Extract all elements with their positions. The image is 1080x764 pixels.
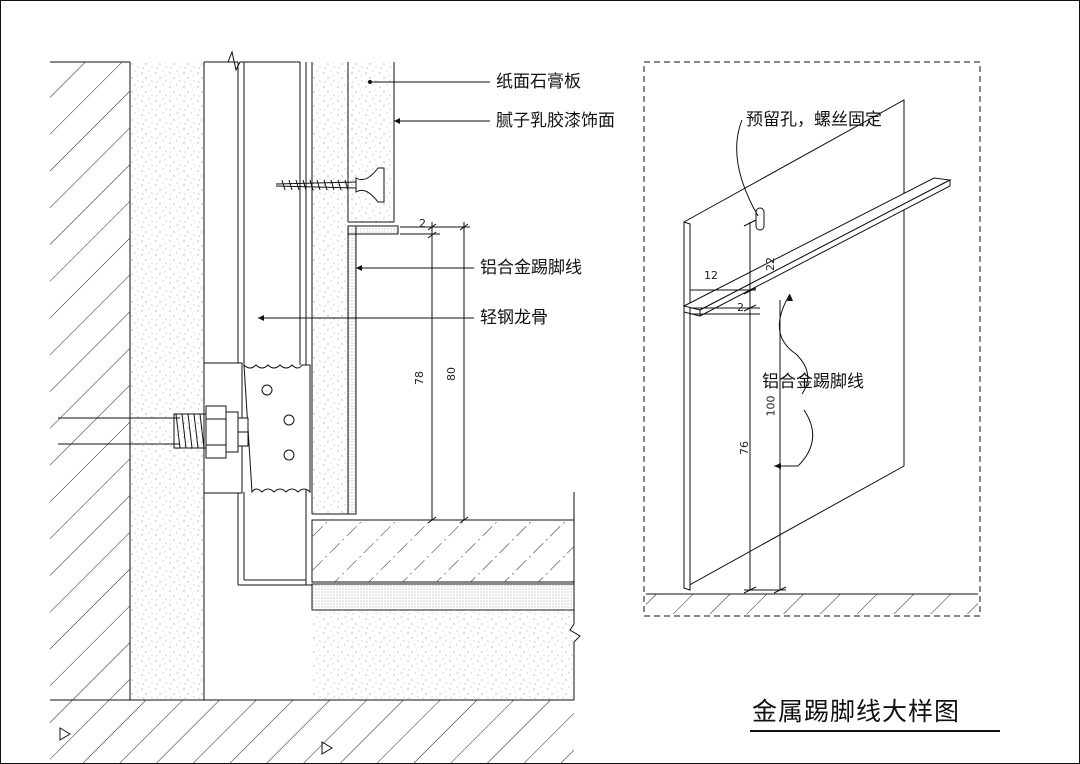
- dim-100: 100: [764, 395, 778, 417]
- skirting-3d-view: [682, 99, 952, 591]
- render-layer: [130, 62, 204, 700]
- label-detail-skirting: 铝合金踢脚线: [762, 372, 864, 392]
- floor-finish: [311, 519, 575, 583]
- aluminium-skirting-section: [312, 225, 399, 515]
- screed-layer: [312, 610, 574, 700]
- detail-floor: [646, 594, 978, 614]
- bolt-hole: [283, 414, 295, 426]
- dim-2-detail: 2: [737, 301, 744, 314]
- label-gypsum-board: 纸面石膏板: [496, 72, 581, 92]
- concrete-wall: [50, 62, 130, 700]
- bolt-hole: [261, 384, 273, 396]
- dimension-lines-section: [400, 222, 470, 524]
- bolt-hole: [283, 449, 295, 461]
- gypsum-board: [348, 62, 394, 222]
- label-putty-paint: 腻子乳胶漆饰面: [496, 111, 615, 131]
- hole-leader: [736, 119, 759, 217]
- self-tapping-screw: [275, 167, 385, 203]
- gypsum-board-layer: [312, 62, 348, 514]
- skirting-leader-lower: [774, 409, 814, 467]
- drawing-title: 金属踢脚线大样图: [752, 697, 961, 726]
- dim-12: 12: [704, 269, 718, 282]
- dim-2: 2: [419, 217, 426, 230]
- nut: [205, 405, 227, 459]
- dim-22: 22: [764, 257, 777, 271]
- label-skirting: 铝合金踢脚线: [480, 258, 582, 278]
- dim-78: 78: [413, 371, 426, 385]
- label-steel-keel: 轻钢龙骨: [480, 308, 548, 328]
- keel-channel: [243, 363, 311, 494]
- slot-hole: [755, 207, 765, 231]
- bedding-layer: [311, 583, 575, 611]
- structural-slab: [50, 700, 574, 764]
- dim-76: 76: [738, 441, 751, 455]
- washer: [225, 411, 239, 453]
- dim-80: 80: [445, 367, 458, 381]
- detail-frame: [643, 61, 981, 617]
- dimension-lines-detail: [690, 219, 787, 594]
- label-reserved-hole: 预留孔，螺丝固定: [746, 110, 882, 130]
- skirting-leader-upper: [778, 293, 809, 395]
- leader-lines-section: [258, 81, 490, 319]
